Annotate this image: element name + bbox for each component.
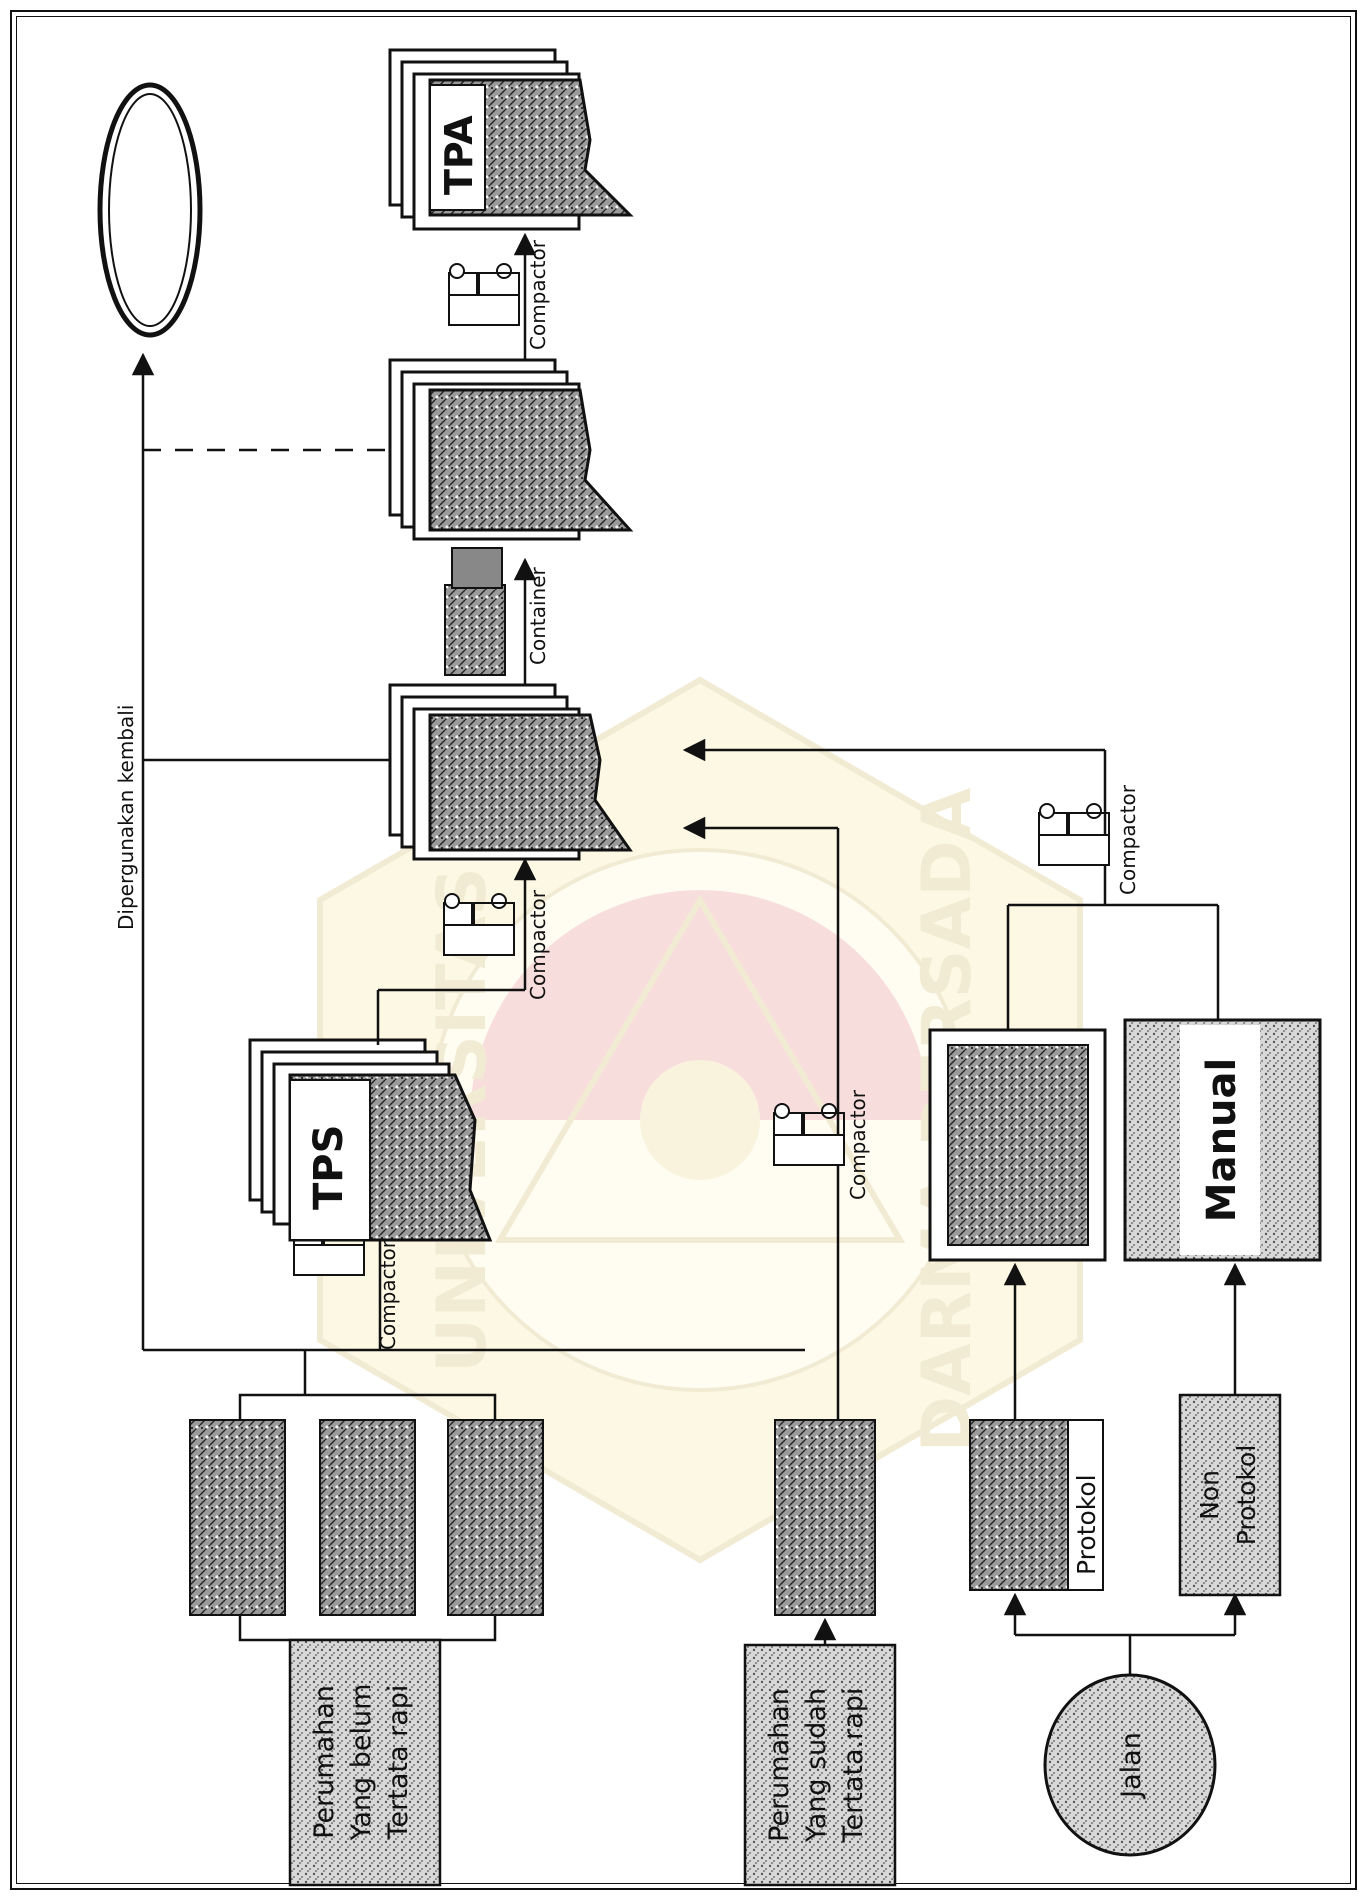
compactor-label-4: Compactor (846, 1089, 870, 1200)
compactor-label-5: Compactor (1116, 784, 1140, 895)
compactor-label-2: Compactor (526, 889, 550, 1000)
non-protokol-line2: Protokol (1232, 1445, 1261, 1546)
manual-label: Manual (1199, 1058, 1245, 1222)
housing-photo-3 (448, 1420, 543, 1615)
container-truck-icon (445, 548, 505, 675)
compactor-label-3: Compactor (526, 239, 550, 350)
housing-photo-1 (190, 1420, 285, 1615)
container-label: Container (526, 566, 550, 665)
compactor-truck-icon-4 (774, 1104, 844, 1165)
compactor-truck-icon-2 (444, 894, 514, 955)
perumahan-sudah-line2: Yang sudah (801, 1688, 832, 1843)
perumahan-sudah-line1: Perumahan (764, 1688, 795, 1842)
tpa-label: TPA (437, 115, 481, 195)
compactor-truck-icon-5 (1039, 804, 1109, 865)
sweeper-photo (948, 1045, 1088, 1245)
tps-label: TPS (306, 1125, 352, 1210)
compactor-truck-icon-3 (449, 264, 519, 325)
housing-photo-4 (775, 1420, 875, 1615)
perumahan-sudah-line3: Tertata.rapi (838, 1688, 869, 1844)
reuse-ellipse (100, 85, 200, 335)
perumahan-belum-line1: Perumahan (309, 1685, 340, 1839)
tpa-node: TPA (390, 50, 630, 229)
reuse-label: Dipergunakan kembali (114, 705, 138, 930)
perumahan-belum-line3: Tertata rapi (383, 1685, 414, 1841)
protokol-photo (970, 1420, 1075, 1590)
non-protokol-line1: Non (1195, 1470, 1224, 1520)
housing-photo-2 (320, 1420, 415, 1615)
protokol-label: Protokol (1072, 1474, 1101, 1575)
perumahan-belum-line2: Yang belum (346, 1684, 377, 1842)
intermediate-facility-node (390, 360, 630, 539)
transfer-depot-node (390, 685, 630, 859)
jalan-label: Jalan (1116, 1732, 1147, 1800)
housing-photo-group (190, 1420, 543, 1615)
